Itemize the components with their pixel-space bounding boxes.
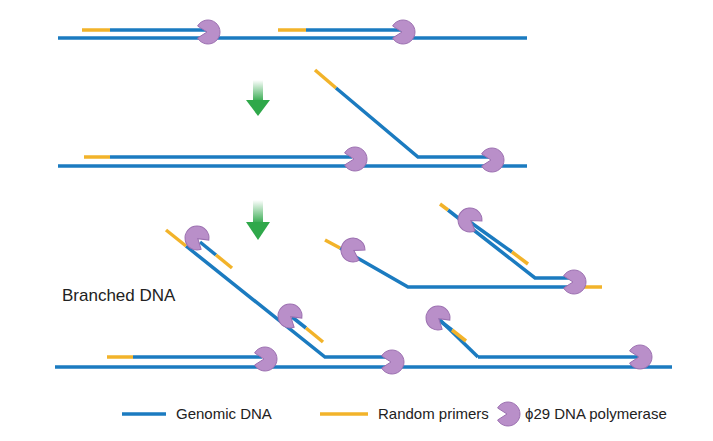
legend-text: Genomic DNA [176, 405, 272, 422]
legend-text: ϕ29 DNA polymerase [525, 405, 667, 422]
legend-text: Random primers [378, 405, 489, 422]
branch-label: Branched DNA [62, 286, 175, 306]
